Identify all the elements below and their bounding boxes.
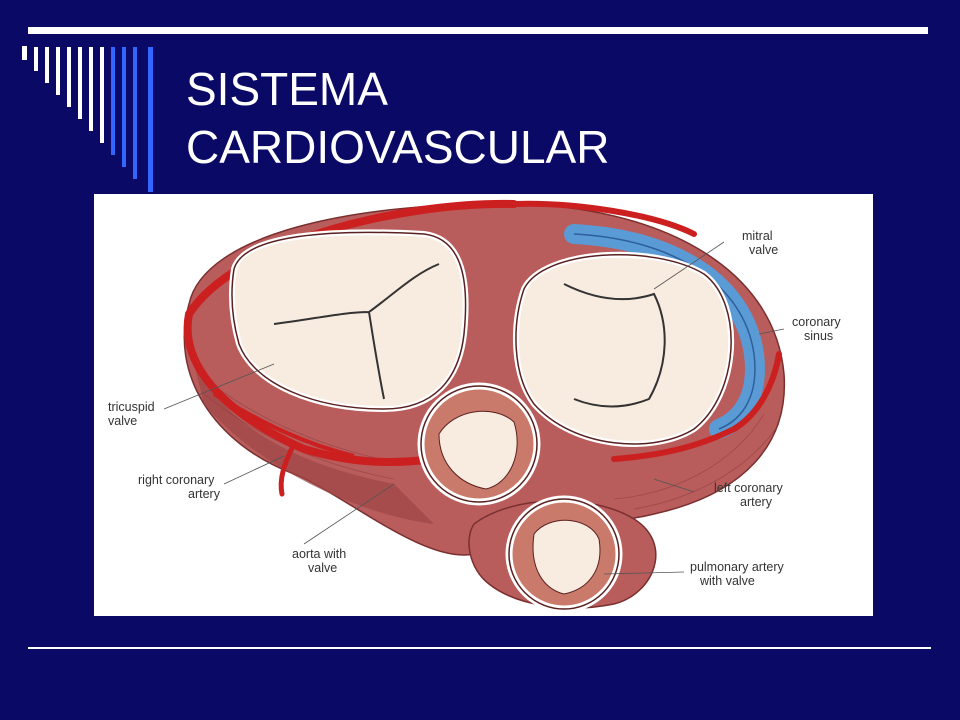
pulmonary-valve (468, 495, 657, 613)
left-coronary-artery (611, 351, 782, 462)
slide-title-line-2: CARDIOVASCULAR (186, 121, 610, 173)
label-aorta-with-valve: aorta with valve (292, 547, 350, 575)
label-coronary-sinus: coronary sinus (792, 315, 844, 343)
bottom-rule (28, 647, 931, 649)
slide-title: SISTEMA CARDIOVASCULAR (186, 60, 886, 176)
label-pulmonary-artery-with-valve: pulmonary artery with valve (690, 560, 787, 588)
label-left-coronary-artery: left coronary artery (714, 481, 786, 509)
label-tricuspid-valve: tricuspid valve (108, 400, 158, 428)
top-rule (28, 27, 928, 34)
label-mitral-valve: mitral valve (742, 229, 778, 257)
decorative-bars (22, 46, 153, 192)
label-right-coronary-artery: right coronary artery (138, 473, 221, 501)
mitral-valve (512, 251, 735, 447)
heart-valves-illustration: mitral valve coronary sinus tricuspid va… (94, 194, 873, 616)
slide-title-line-1: SISTEMA (186, 63, 388, 115)
right-coronary-artery (183, 199, 518, 466)
tricuspid-valve (228, 229, 469, 413)
aortic-valve (417, 382, 541, 506)
